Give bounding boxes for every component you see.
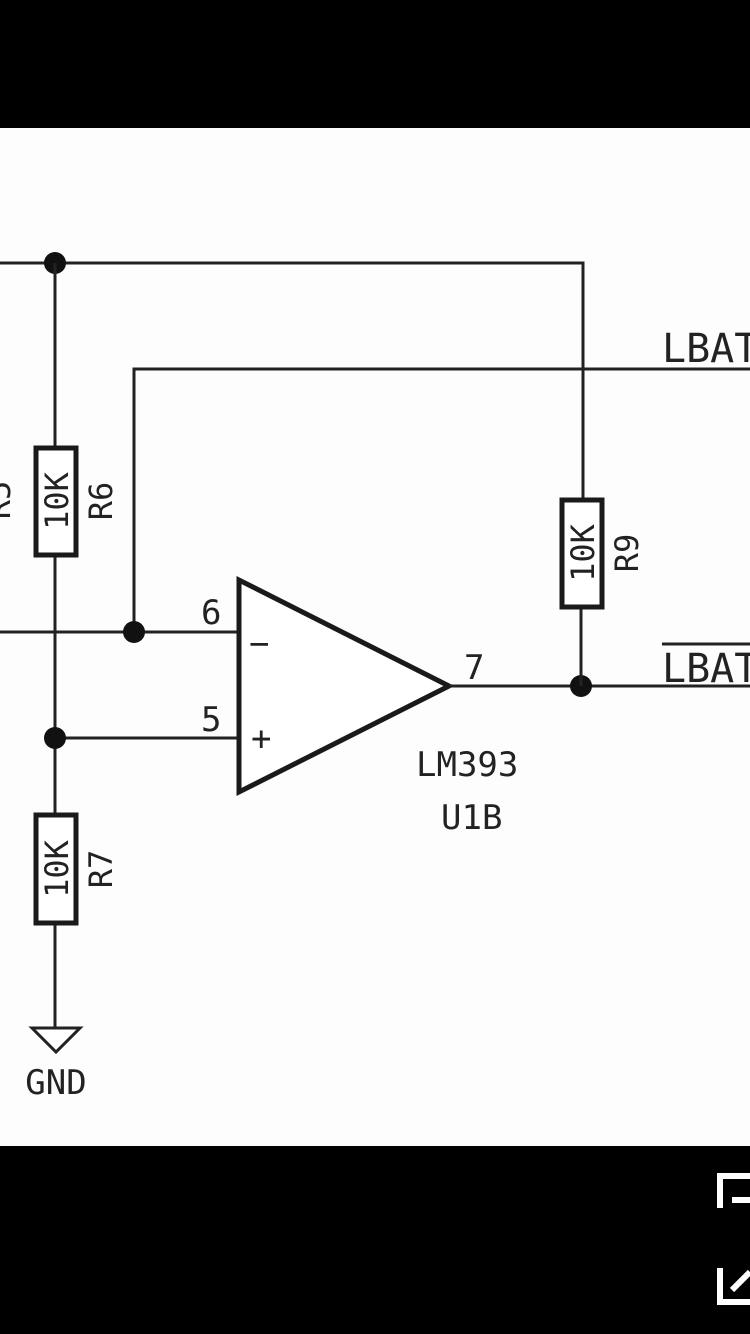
- pin-7-label: 7: [464, 648, 484, 688]
- top-rail-wire: [0, 261, 585, 500]
- resistor-r5-ref: R5: [0, 481, 18, 520]
- net-label-lbat-bar: LBAT: [662, 646, 750, 692]
- resistor-r9-body: [559, 497, 605, 610]
- expand-icon[interactable]: [717, 1173, 750, 1208]
- resistor-r7-body: [33, 812, 79, 926]
- ground-label: GND: [25, 1063, 86, 1103]
- comparator-symbol: [236, 575, 455, 797]
- resistor-r7-ref: R7: [82, 850, 120, 889]
- comparator-part-number: LM393: [416, 745, 518, 785]
- comparator-reference: U1B: [441, 798, 502, 838]
- ground-symbol: [28, 1026, 84, 1055]
- resistor-r7-value: 10K: [38, 839, 76, 898]
- collapse-icon[interactable]: [717, 1268, 750, 1305]
- resistor-r6-ref: R6: [82, 482, 120, 521]
- comparator-plus-sign: +: [251, 719, 271, 759]
- viewer-controls: [717, 1173, 750, 1305]
- net-label-lbat: LBAT: [662, 326, 750, 372]
- comparator-minus-sign: −: [249, 624, 269, 664]
- top-letterbox: [0, 0, 750, 128]
- pin-5-label: 5: [201, 700, 221, 740]
- resistor-r9-ref: R9: [608, 534, 646, 573]
- pin-6-label: 6: [201, 593, 221, 633]
- resistor-r6-body: [33, 445, 79, 558]
- junction-inverting: [123, 621, 145, 643]
- schematic-canvas[interactable]: 10K R6 R5 LBAT 6 5 − + 7: [0, 128, 750, 1146]
- resistor-r9-value: 10K: [564, 523, 602, 582]
- resistor-r6-value: 10K: [38, 471, 76, 530]
- lbat-net-wire: [132, 367, 750, 632]
- bottom-letterbox: [0, 1146, 750, 1334]
- junction-noninverting: [44, 727, 66, 749]
- schematic-drawing: 10K R6 R5 LBAT 6 5 − + 7: [0, 252, 750, 1103]
